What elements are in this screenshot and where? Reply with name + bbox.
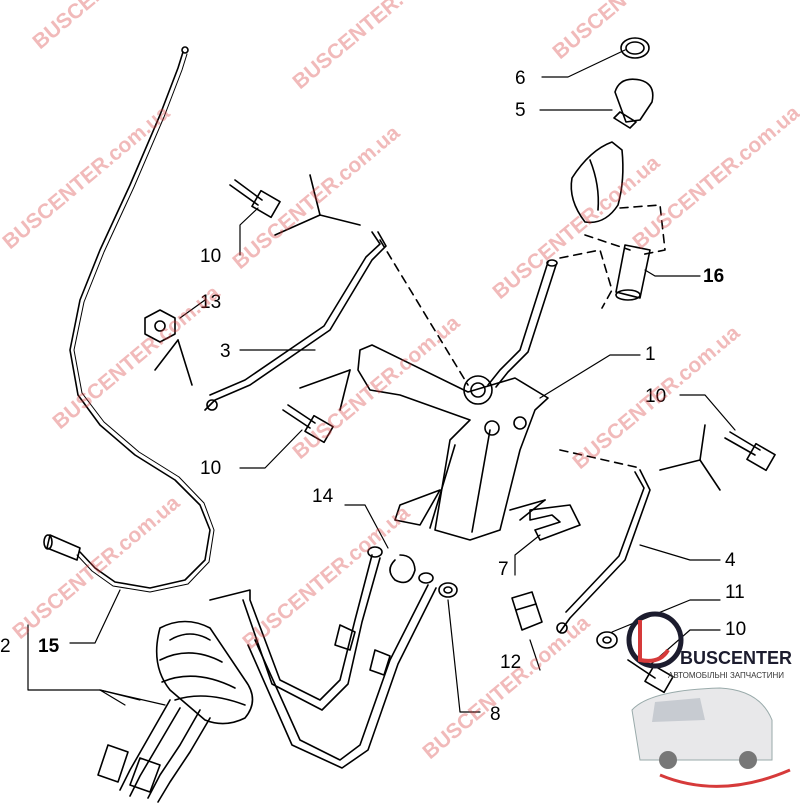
callout-1: 1 [645,344,656,365]
gear-boot [570,141,624,224]
bushing-16 [615,244,651,301]
callout-16: 16 [703,266,724,287]
callout-13: 13 [200,292,221,313]
callout-10-right: 10 [645,386,666,407]
callout-2: 2 [0,636,11,657]
clip-7 [529,504,581,541]
callout-12: 12 [500,652,521,673]
rubber-grommet [155,620,254,725]
callout-3: 3 [220,341,231,362]
washer-8 [438,582,458,598]
callout-10-top: 10 [200,246,221,267]
cable-15 [43,46,215,593]
gear-lever-rod [487,259,558,388]
watermark: BUSCENTER.com.ua [0,101,174,254]
brand-logo [626,611,791,788]
gear-knob-5 [613,78,654,129]
washer-11 [596,631,618,649]
callout-10-mid: 10 [200,458,221,479]
callout-5: 5 [515,100,526,121]
callout-4: 4 [725,550,736,571]
dashed-lines [379,204,666,469]
callout-7: 7 [498,559,509,580]
bolt-10-right [724,431,776,472]
brand-name: BUSCENTER [680,648,792,668]
clip-14 [367,546,434,584]
watermark: BUSCENTER.com.ua [228,121,404,274]
shift-bracket-1 [357,344,549,541]
callout-leaders [27,49,736,713]
rod-3 [204,231,387,411]
nut-13 [144,309,176,343]
callout-labels: 6 5 16 10 13 3 1 10 10 14 4 7 11 10 2 15… [0,68,746,725]
gear-knob-6 [620,37,650,59]
bolt-10-top [229,179,281,219]
watermark: BUSCENTER.com.ua [628,101,800,254]
callout-11: 11 [725,582,745,603]
watermark: BUSCENTER.com.ua [288,0,464,94]
bolt-10-bottom [627,659,674,694]
rod-4 [556,469,651,634]
watermark: BUSCENTER.com.ua [48,281,224,434]
callout-8: 8 [490,704,501,725]
watermark: BUSCENTER.com.ua [28,0,204,54]
watermark: BUSCENTER.com.ua [8,491,184,644]
callout-6: 6 [515,68,526,89]
callout-15: 15 [38,636,60,657]
watermark: BUSCENTER.com.ua [238,501,414,654]
shift-cables-2 [209,554,437,769]
watermark: BUSCENTER.com.ua [418,611,594,764]
callout-10-bottom: 10 [725,619,746,640]
leader-arrows [154,174,721,521]
callout-14: 14 [312,486,334,507]
brand-tagline: АВТОМОБІЛЬНІ ЗАПЧАСТИНИ [668,671,784,680]
bolt-10-mid [282,404,334,444]
watermark: BUSCENTER.com.ua [568,321,744,474]
clip-12 [511,591,543,631]
cable-ends [97,699,211,803]
watermark: BUSCENTER.com.ua [288,311,464,464]
